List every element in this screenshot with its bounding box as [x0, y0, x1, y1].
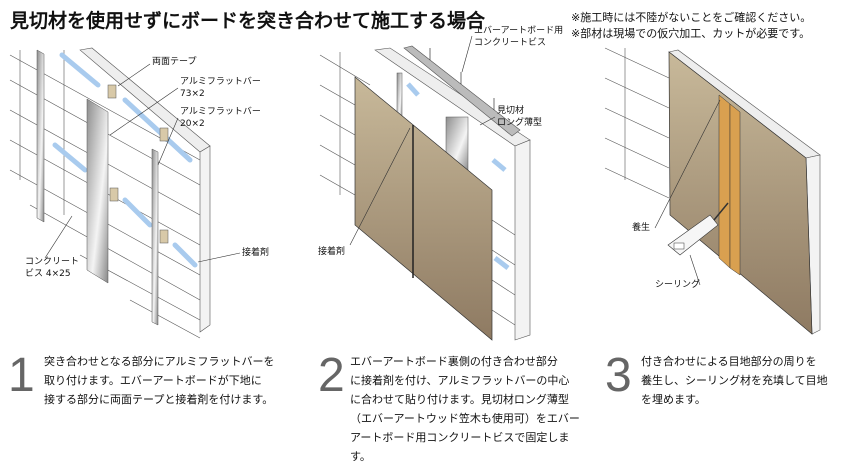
double-sided-tape	[107, 84, 169, 244]
step-line: 養生し、シーリング材を充填して目地	[641, 374, 828, 387]
step-number: 3	[605, 349, 632, 402]
step-line: に接着剤を付け、アルミフラットバーの中心	[350, 374, 570, 387]
leader-lines	[349, 35, 496, 246]
block-wall-lines	[604, 47, 670, 199]
label-flat-bar-73: アルミフラットバー 73×2	[180, 76, 261, 100]
flat-bar-20	[151, 148, 159, 326]
step-line: 突き合わせとなる部分にアルミフラットバーを	[44, 355, 275, 368]
label-text: 73×2	[180, 89, 205, 99]
step-line: に合わせて貼り付けます。見切材ロング薄型	[350, 393, 569, 406]
step-line: 付き合わせによる目地部分の周りを	[641, 355, 817, 368]
sealant-joint	[718, 94, 731, 269]
label-text: ロング薄型	[497, 118, 543, 128]
step-text: 突き合わせとなる部分にアルミフラットバーを 取り付けます。エバーアートボードが下…	[44, 352, 284, 409]
label-adhesive: 接着剤	[318, 247, 346, 257]
adhesive-strips	[406, 82, 510, 270]
label-text: アルミフラットバー	[180, 77, 261, 87]
sealant-joint	[729, 103, 741, 276]
ever-art-board	[668, 51, 813, 335]
step-line: を埋めます。	[641, 393, 706, 406]
notes: ※施工時には不陸がないことをご確認ください。 ※部材は現場での仮穴加工、カットが…	[571, 10, 811, 42]
note: ※部材は現場での仮穴加工、カットが必要です。	[571, 27, 811, 40]
block-edge	[514, 139, 531, 341]
label-double-sided-tape: 両面テープ	[152, 57, 197, 67]
step-number: 2	[318, 349, 345, 402]
diagram-step-3	[604, 47, 821, 335]
label-text: ビス 4×25	[25, 269, 71, 279]
step-line: 取り付けます。エバーアートボードが下地に	[44, 374, 262, 387]
label-text: アルミフラットバー	[180, 107, 261, 117]
adhesive-strips	[52, 52, 198, 268]
step-line: アートボード用コンクリートビスで固定します。	[350, 431, 570, 463]
label-text: コンクリート	[25, 257, 80, 267]
label-sealing: シーリング	[655, 280, 701, 290]
flat-bar-20	[36, 49, 45, 223]
label-text: 見切材	[497, 106, 525, 116]
label-concrete-screw: コンクリート ビス 4×25	[25, 256, 79, 280]
step-line: 接する部分に両面テープと接着剤を付けます。	[44, 393, 274, 406]
note: ※施工時には不陸がないことをご確認ください。	[571, 11, 812, 24]
label-masking: 養生	[632, 223, 651, 233]
leader-lines	[654, 99, 721, 286]
label-trim: 見切材 ロング薄型	[497, 105, 542, 129]
screws	[429, 48, 495, 110]
label-text: エバーアートボード用	[474, 26, 564, 36]
diagram-step-2	[319, 35, 531, 341]
label-board-screw: エバーアートボード用 コンクリートビス	[474, 25, 563, 49]
step-number: 1	[8, 349, 35, 402]
label-text: コンクリートビス	[474, 38, 547, 48]
diagram-step-1	[9, 47, 241, 339]
step-line: （エバーアートウッド笠木も使用可）をエバー	[350, 412, 580, 425]
page-title: 見切材を使用せずにボードを突き合わせて施工する場合	[10, 10, 486, 32]
installation-diagrams	[9, 35, 821, 341]
flat-bar-73	[86, 98, 109, 284]
label-flat-bar-20: アルミフラットバー 20×2	[180, 106, 261, 130]
trim-long-thin	[403, 45, 521, 137]
label-text: 20×2	[180, 119, 205, 129]
step-line: エバーアートボード裏側の付き合わせ部分	[350, 355, 558, 368]
leader-lines	[44, 63, 241, 263]
label-adhesive: 接着剤	[242, 248, 270, 258]
block-edge	[199, 145, 211, 333]
caulking-gun-icon	[667, 202, 729, 256]
ever-art-board	[354, 76, 493, 341]
step-text: 付き合わせによる目地部分の周りを 養生し、シーリング材を充填して目地 を埋めます…	[641, 352, 842, 409]
step-text: エバーアートボード裏側の付き合わせ部分 に接着剤を付け、アルミフラットバーの中心…	[350, 352, 590, 466]
block-wall-lines	[319, 52, 516, 326]
